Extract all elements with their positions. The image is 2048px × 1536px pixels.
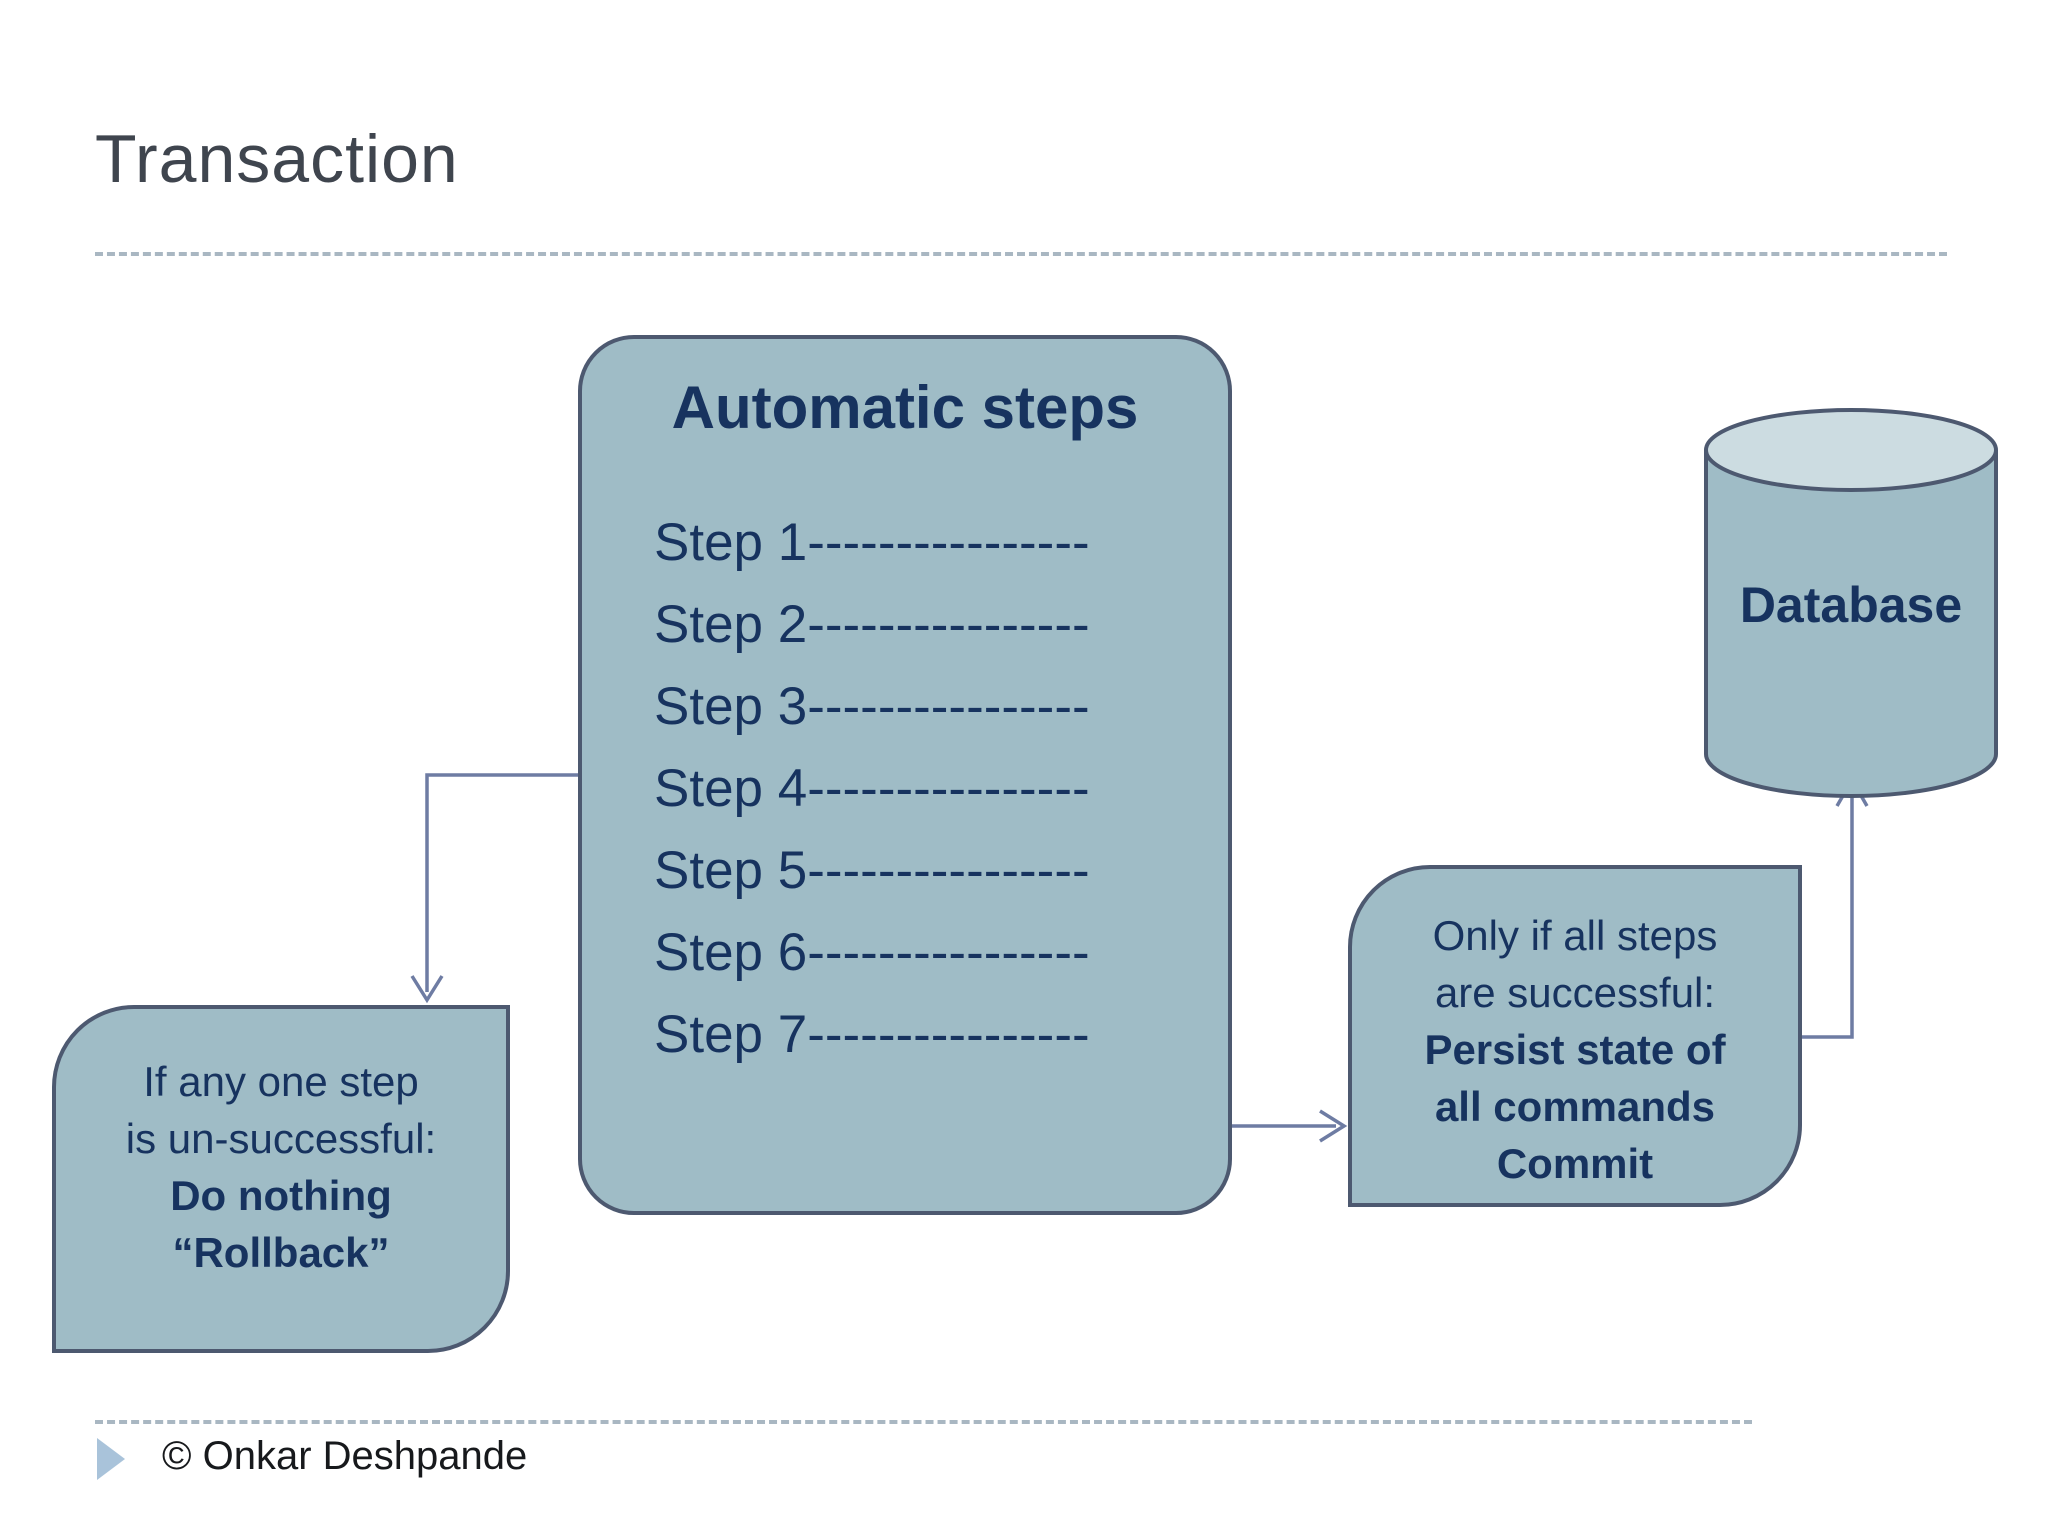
commit-note-line: Commit: [1496, 1140, 1654, 1187]
connector-steps-to-commit: [1232, 1109, 1348, 1143]
database-cylinder-shape: [1704, 408, 1998, 798]
page-title: Transaction: [95, 121, 459, 197]
rollback-note-line: is un-successful:: [125, 1115, 437, 1162]
automatic-steps-list: Step 1---------------- Step 2------------…: [654, 502, 1228, 1076]
commit-note-line: are successful:: [1434, 969, 1716, 1016]
automatic-steps-box: Automatic steps Step 1----------------St…: [578, 335, 1232, 1215]
step-line: Step 3----------------: [654, 677, 1090, 736]
footer-divider: [95, 1420, 1752, 1424]
connector-steps-to-rollback: [410, 773, 580, 1004]
commit-note: Only if all steps are successful: Persis…: [1348, 865, 1802, 1207]
right-triangle-icon: [97, 1438, 125, 1480]
database-label: Database: [1739, 577, 1963, 633]
rollback-note-line: “Rollback”: [172, 1229, 390, 1276]
step-line: Step 2----------------: [654, 595, 1090, 654]
database-cylinder: Database: [1703, 404, 1999, 804]
footer-credit: © Onkar Deshpande: [162, 1434, 528, 1478]
commit-note-line: Only if all steps: [1432, 912, 1718, 959]
commit-note-line: all commands: [1434, 1083, 1716, 1130]
step-line: Step 4----------------: [654, 759, 1090, 818]
step-line: Step 5----------------: [654, 841, 1090, 900]
rollback-note: If any one step is un-successful: Do not…: [52, 1005, 510, 1353]
automatic-steps-title: Automatic steps: [671, 374, 1139, 441]
step-line: Step 7----------------: [654, 1005, 1090, 1064]
step-line: Step 6----------------: [654, 923, 1090, 982]
connector-commit-to-database: [1800, 776, 1869, 1039]
rollback-note-line: Do nothing: [170, 1172, 392, 1219]
commit-note-line: Persist state of: [1424, 1026, 1726, 1073]
header-divider: [95, 252, 1947, 256]
step-line: Step 1----------------: [654, 513, 1090, 572]
rollback-note-line: If any one step: [143, 1058, 419, 1105]
